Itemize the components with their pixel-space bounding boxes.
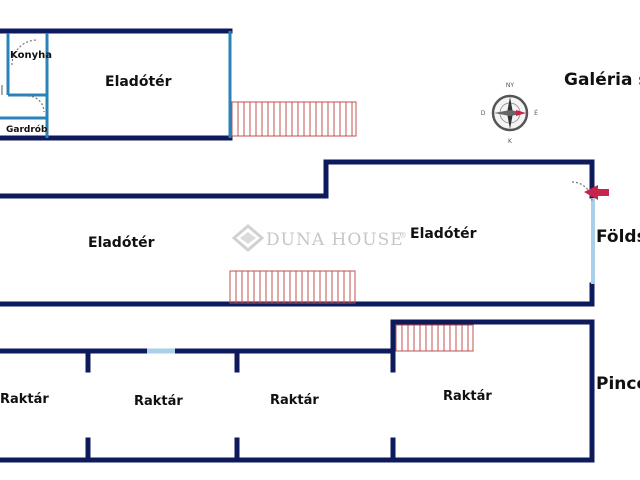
compass-north-label: NY (506, 82, 514, 89)
compass-east-label: É (534, 109, 538, 117)
room-label-eladoter-gallery: Eladótér (105, 74, 172, 90)
watermark-brand: DUNA HOUSE (266, 230, 404, 250)
basement-floor: Raktár Raktár Raktár Raktár (0, 319, 595, 463)
basement-top-wall (0, 319, 595, 463)
room-label-raktar-2: Raktár (134, 394, 183, 409)
compass-rose-icon: NY É K D (481, 82, 538, 145)
entrance-arrow-icon (584, 185, 609, 200)
basement-stairs (395, 324, 474, 352)
floor-title-galeria: Galéria s (564, 70, 640, 90)
gallery-stairs-outline (231, 101, 357, 137)
room-label-konyha: Konyha (10, 50, 52, 61)
ground-floor: Eladótér Eladótér (0, 159, 609, 307)
room-label-gardrob: Gardrób (6, 124, 48, 135)
wardrobe-door-arc (27, 95, 45, 113)
room-label-eladoter-left: Eladótér (88, 235, 155, 251)
duna-house-logo-icon: DUNA HOUSE ® (231, 224, 408, 252)
watermark-mark: ® (399, 231, 408, 240)
room-label-raktar-1: Raktár (0, 392, 49, 407)
basement-stairs-steps (401, 325, 469, 351)
room-label-raktar-4: Raktár (443, 389, 492, 404)
gallery-floor: Konyha Gardrób Eladótér (0, 28, 357, 141)
kitchen-door-arc (11, 39, 38, 66)
compass-south-label: K (508, 138, 513, 145)
ground-top-wall (0, 159, 595, 199)
gallery-stairs-steps (237, 102, 353, 136)
basement-stairs-outline (395, 324, 474, 352)
ground-stairs-steps (235, 271, 351, 303)
ground-stairs (229, 270, 356, 304)
floor-title-foldszint: Földs (596, 227, 640, 247)
room-label-raktar-3: Raktár (270, 393, 319, 408)
room-label-eladoter-right: Eladótér (410, 226, 477, 242)
gallery-stairs (231, 101, 357, 137)
compass-west-label: D (481, 110, 486, 117)
entrance-door-arc (571, 181, 593, 203)
ground-stairs-outline (229, 270, 356, 304)
floor-title-pince: Pince (596, 374, 640, 394)
